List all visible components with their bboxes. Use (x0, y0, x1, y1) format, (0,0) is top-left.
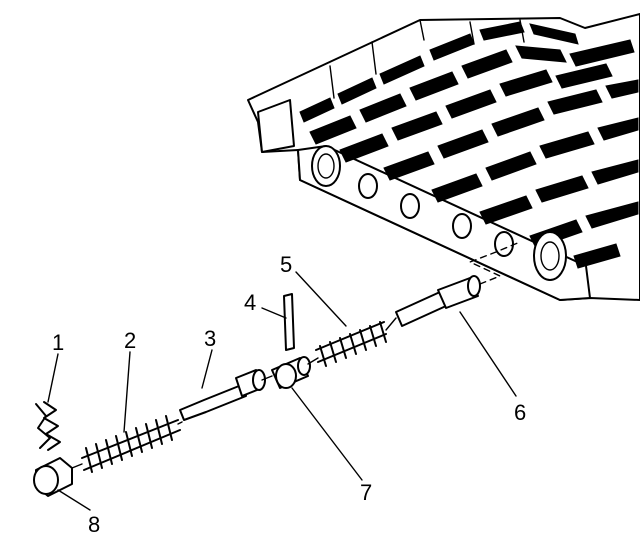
bore-plug (33, 457, 73, 497)
bushing (271, 356, 311, 389)
callout-3: 3 (204, 326, 216, 351)
boost-valve (395, 275, 481, 327)
valve-body-bores (311, 145, 567, 281)
callout-2: 2 (124, 328, 136, 353)
callout-4: 4 (244, 290, 256, 315)
callout-labels: 1 2 3 4 5 6 7 8 (52, 252, 526, 537)
assembly-axis (71, 241, 521, 469)
retainer-clip (35, 401, 61, 451)
spring-large (81, 415, 181, 473)
callout-8: 8 (88, 512, 100, 537)
callout-7: 7 (360, 480, 372, 505)
valve-spool (179, 369, 266, 421)
roll-pin (283, 293, 295, 351)
callout-6: 6 (514, 400, 526, 425)
spring-small (315, 321, 387, 367)
valve-body (247, 13, 640, 301)
callout-5: 5 (280, 252, 292, 277)
callout-1: 1 (52, 330, 64, 355)
callout-leaders (47, 271, 517, 511)
